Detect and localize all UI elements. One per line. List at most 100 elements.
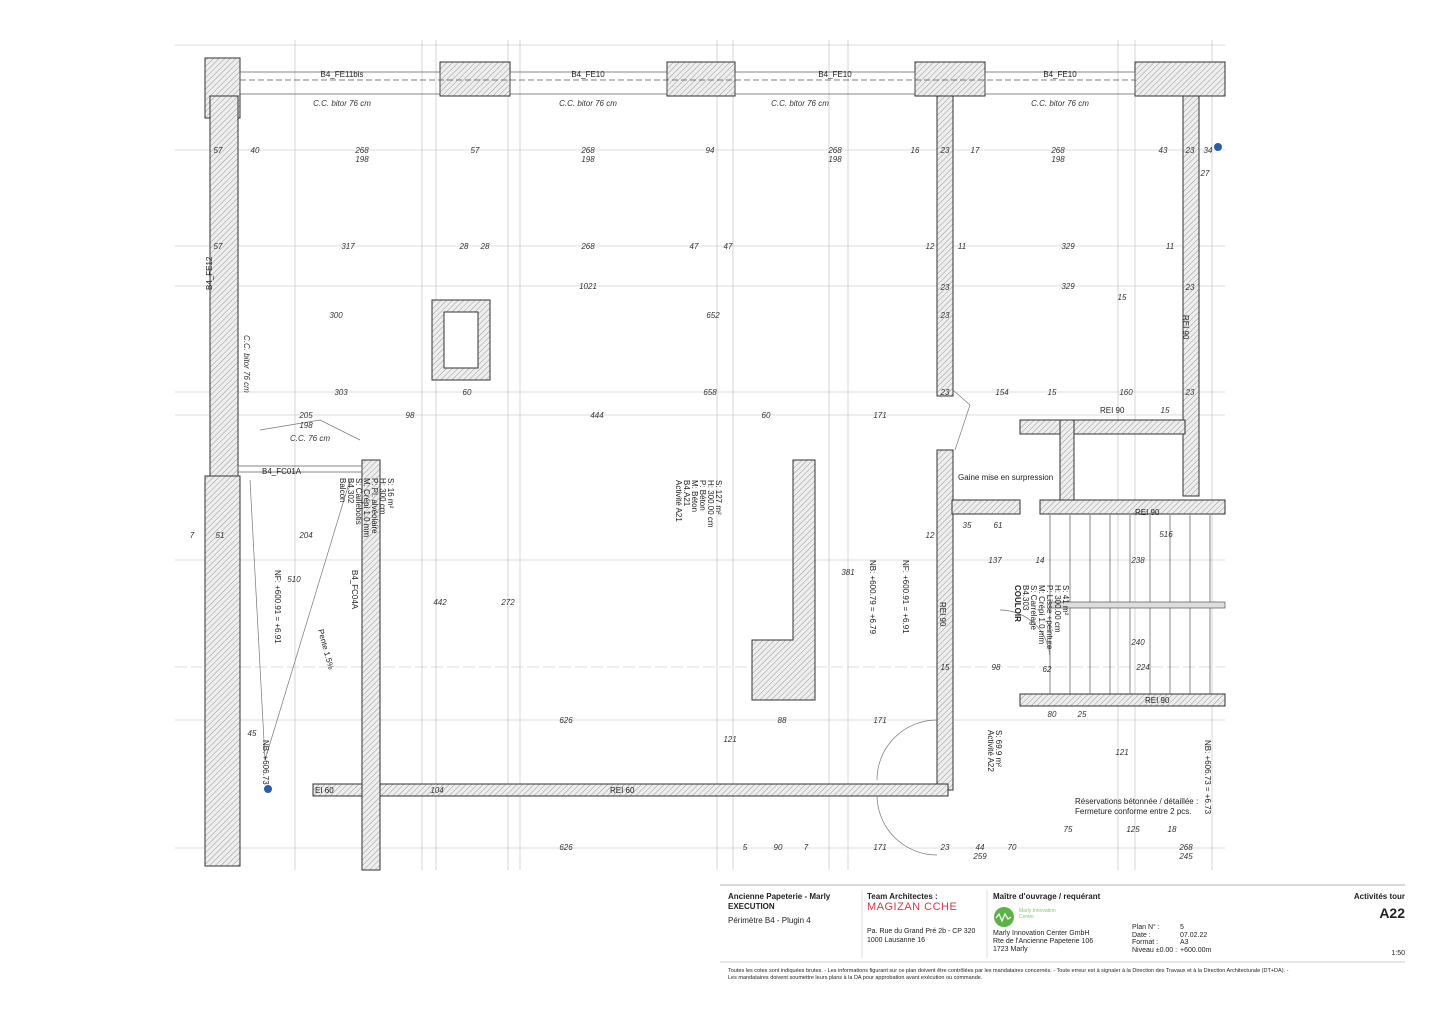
svg-text:P: Béton: P: Béton [698,480,707,511]
svg-text:11: 11 [1166,242,1174,251]
svg-text:516: 516 [1159,530,1173,539]
svg-text:204: 204 [298,531,313,540]
window-label: B4_FE10 [571,70,605,79]
svg-text:M: Crépi 1.0 mm: M: Crépi 1.0 mm [1037,585,1046,644]
fire-rating-label: REI 90 [1181,315,1190,340]
svg-text:16: 16 [911,146,920,155]
field-label: Format : [1132,939,1159,946]
staircase [1049,515,1226,694]
svg-text:15: 15 [1118,293,1127,302]
grid-lines [175,40,1225,870]
svg-text:45: 45 [248,729,257,738]
svg-text:652: 652 [706,311,720,320]
svg-text:B4.303: B4.303 [1021,585,1030,611]
svg-text:171: 171 [873,716,886,725]
fire-rating-label: REI 90 [1135,508,1160,517]
sheet-title: Activités tour [1353,892,1405,901]
svg-text:Activité A21: Activité A21 [674,480,683,522]
level-label: NF: +600.91 = +6.91 [901,560,910,634]
svg-text:57: 57 [471,146,480,155]
svg-text:626: 626 [559,716,573,725]
svg-text:23: 23 [940,311,950,320]
disclaimer-line: Toutes les cotes sont indiquées brutes. … [728,968,1289,974]
svg-text:205: 205 [298,411,313,420]
svg-text:P: Pl. alvéolaire: P: Pl. alvéolaire [370,478,379,534]
svg-text:75: 75 [1064,825,1073,834]
svg-text:381: 381 [841,568,854,577]
svg-text:7: 7 [190,531,195,540]
svg-text:23: 23 [940,843,950,852]
svg-text:626: 626 [559,843,573,852]
fire-rating-label: EI 60 [315,786,334,795]
field-label: Plan N° : [1132,924,1160,931]
window-note: C.C. bitor 76 cm [559,99,617,108]
svg-text:23: 23 [1185,388,1195,397]
marker-dot [1214,143,1222,151]
svg-text:268: 268 [1050,146,1065,155]
svg-text:B4.A21: B4.A21 [682,480,691,507]
svg-text:240: 240 [1130,638,1145,647]
svg-text:H: 300 cm: H: 300 cm [378,478,387,515]
svg-text:154: 154 [995,388,1009,397]
svg-text:329: 329 [1061,282,1075,291]
field-label: Date : [1132,931,1151,939]
svg-text:S: 16 m²: S: 16 m² [386,478,395,509]
door-swings [249,389,1051,856]
svg-text:259: 259 [972,852,987,861]
marker-dot [264,785,272,793]
svg-text:317: 317 [341,242,355,251]
fire-rating-label: REI 90 [1145,696,1170,705]
svg-text:P: Lisse +peinture: P: Lisse +peinture [1045,585,1054,650]
window-label: B4_FE12 [205,256,214,290]
field-value: +600.00m [1180,946,1212,954]
svg-text:11: 11 [958,242,966,251]
shaft [443,311,479,369]
svg-text:62: 62 [1043,665,1052,674]
svg-text:28: 28 [480,242,490,251]
svg-text:444: 444 [590,411,604,420]
level-label: NB: +606.73 [261,740,270,785]
title-block-fields: Plan N° :5 Date :07.02.22 Format :A3 Niv… [1132,924,1211,954]
svg-text:94: 94 [706,146,715,155]
scale-label: 1:50 [1391,950,1405,957]
svg-text:M: Béton: M: Béton [690,480,699,512]
svg-text:B4.302: B4.302 [346,478,355,504]
address-line: Pa. Rue du Grand Pré 2b - CP 320 [867,928,976,935]
svg-text:15: 15 [1048,388,1057,397]
title-block-owner: Maître d'ouvrage / requérant Marly Innov… [993,892,1100,954]
owner-logo-text: Marly Innovation Center [1019,908,1056,920]
svg-text:43: 43 [1159,146,1168,155]
sheet-number: A22 [1379,905,1405,921]
svg-text:7: 7 [804,843,809,852]
title-block-sheet: Activités tour A22 [1354,892,1405,924]
svg-text:40: 40 [251,146,260,155]
svg-text:90: 90 [774,843,783,852]
level-label: NF: +600.91 = +6.91 [273,570,282,644]
project-phase: EXECUTION [728,902,775,911]
svg-text:47: 47 [724,242,733,251]
svg-text:171: 171 [873,411,886,420]
svg-text:61: 61 [994,521,1003,530]
svg-text:198: 198 [581,155,595,164]
svg-text:S: 41 m²: S: 41 m² [1061,585,1070,616]
svg-text:COULOIR: COULOIR [1013,585,1022,622]
svg-text:M: Crépi 1.0 mm: M: Crépi 1.0 mm [362,478,371,537]
svg-text:60: 60 [463,388,472,397]
wave-icon [995,912,1012,923]
owner-label: Maître d'ouvrage / requérant [993,892,1101,901]
svg-text:300: 300 [329,311,343,320]
svg-text:57: 57 [214,146,223,155]
field-value: A3 [1180,939,1189,946]
window-note: C.C. bitor 76 cm [242,335,251,393]
svg-text:S: 69.9 m²: S: 69.9 m² [994,730,1003,767]
window-note: C.C. 76 cm [290,434,330,443]
svg-text:14: 14 [1036,556,1045,565]
slope-label: Pente 1.5% [316,628,335,670]
window-label: B4_FE10 [1043,70,1077,79]
svg-text:137: 137 [988,556,1002,565]
window-label: B4_FE11bis [321,70,364,79]
